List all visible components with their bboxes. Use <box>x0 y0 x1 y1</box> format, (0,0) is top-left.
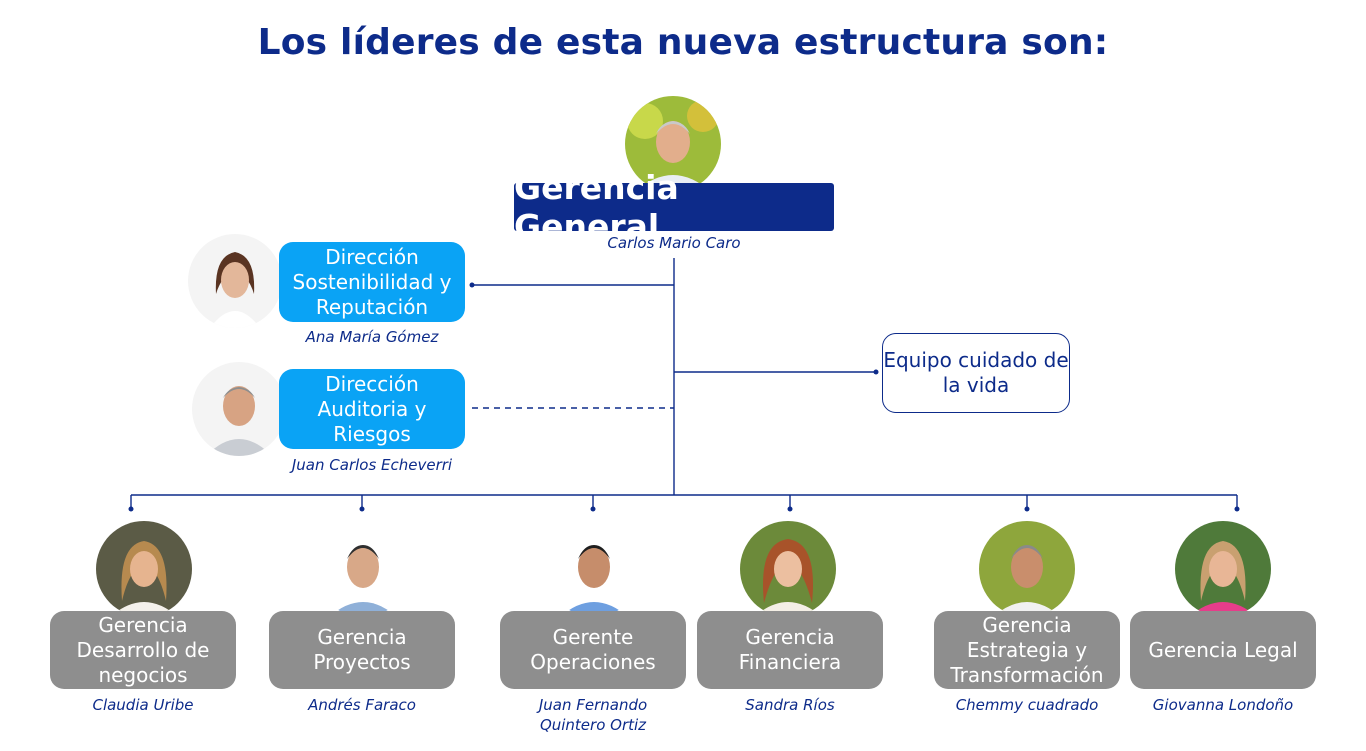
gerente-operaciones-box: Gerente Operaciones <box>500 611 686 689</box>
gerencia-desarrollo-box: Gerencia Desarrollo de negocios <box>50 611 236 689</box>
direccion-auditoria-box: Dirección Auditoria y Riesgos <box>279 369 465 449</box>
direccion-auditoria-name: Juan Carlos Echeverri <box>291 456 453 474</box>
gerencia-general-name: Carlos Mario Caro <box>607 234 741 252</box>
avatar-direccion-auditoria <box>192 362 286 456</box>
gerencia-estrategia-box: Gerencia Estrategia y Transformación <box>934 611 1120 689</box>
gerencia-financiera-name: Sandra Ríos <box>745 696 835 714</box>
avatar-gerencia-financiera <box>740 521 836 617</box>
gerencia-proyectos-name: Andrés Faraco <box>308 696 416 714</box>
avatar-gerencia-proyectos <box>315 521 411 617</box>
avatar-gerencia-legal <box>1175 521 1271 617</box>
avatar-gerente-operaciones <box>546 521 642 617</box>
gerencia-financiera-box: Gerencia Financiera <box>697 611 883 689</box>
gerencia-general-box: Gerencia General <box>514 168 834 246</box>
gerencia-proyectos-box: Gerencia Proyectos <box>269 611 455 689</box>
avatar-gerencia-estrategia <box>979 521 1075 617</box>
gerencia-legal-name: Giovanna Londoño <box>1152 696 1294 714</box>
avatar-direccion-sostenibilidad <box>188 234 282 328</box>
avatar-gerencia-desarrollo <box>96 521 192 617</box>
direccion-sostenibilidad-name: Ana María Gómez <box>305 328 439 346</box>
gerente-operaciones-name: Juan Fernando Quintero Ortiz <box>538 696 648 734</box>
avatar-gerencia-general <box>625 96 721 192</box>
direccion-sostenibilidad-box: Dirección Sostenibilidad y Reputación <box>279 242 465 322</box>
equipo-cuidado-box: Equipo cuidado de la vida <box>882 333 1070 413</box>
gerencia-estrategia-name: Chemmy cuadrado <box>955 696 1099 714</box>
gerencia-desarrollo-name: Claudia Uribe <box>92 696 194 714</box>
page-title: Los líderes de esta nueva estructura son… <box>257 22 1109 63</box>
gerencia-legal-box: Gerencia Legal <box>1130 611 1316 689</box>
